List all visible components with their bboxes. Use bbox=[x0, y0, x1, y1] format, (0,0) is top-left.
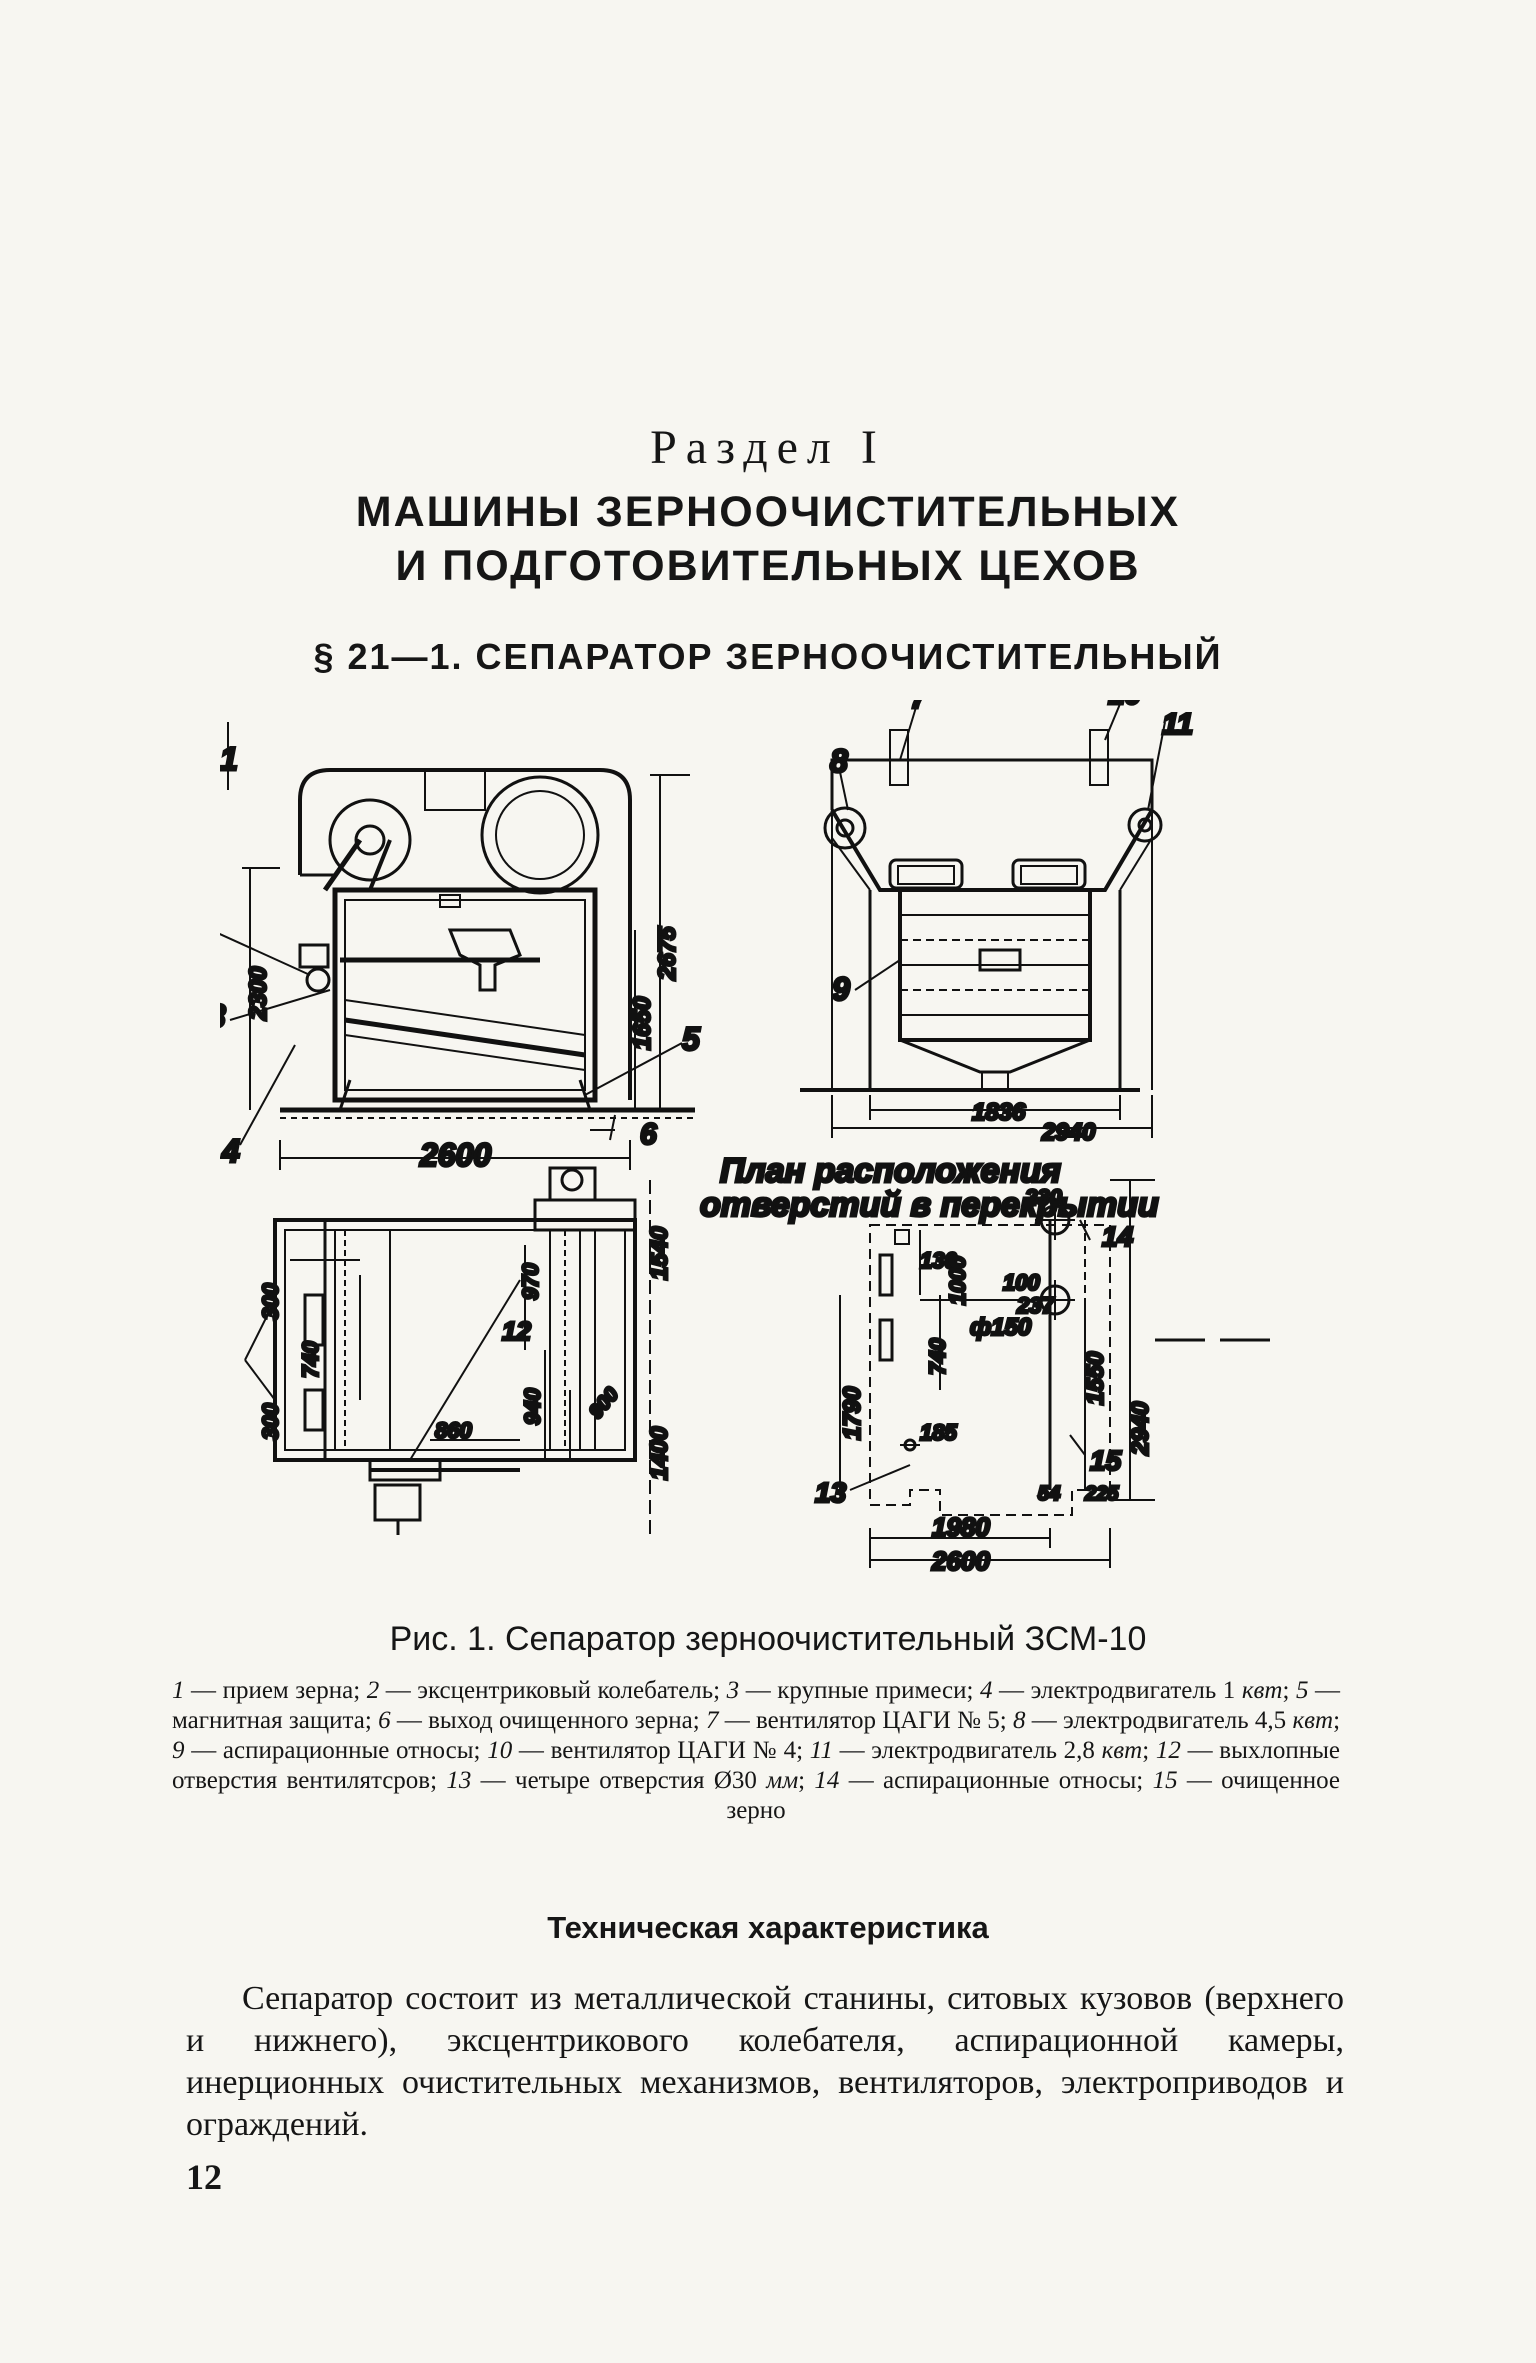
dim-740-plan: 740 bbox=[298, 1341, 323, 1378]
legend-item-text: — аспирационные относы; bbox=[839, 1767, 1153, 1794]
legend-item-number: 5 bbox=[1295, 1677, 1309, 1704]
dim-1540: 1540 bbox=[646, 1226, 673, 1280]
legend-item-text: — крупные примеси; bbox=[739, 1677, 981, 1704]
page-number: 12 bbox=[186, 2157, 222, 2197]
dim-2600-side: 2600 bbox=[419, 1137, 491, 1173]
callout-4: 4 bbox=[221, 1133, 240, 1169]
dim-2600-plan: 2600 bbox=[931, 1546, 990, 1576]
dim-740-opening: 740 bbox=[925, 1338, 950, 1375]
legend-item-text: — эксцентриковый колебатель; bbox=[379, 1677, 727, 1704]
legend-item-text: ; bbox=[1333, 1707, 1341, 1734]
figure-legend: 1 — прием зерна; 2 — эксцентриковый коле… bbox=[172, 1676, 1340, 1826]
subheading-technical-specs: Техническая характеристика bbox=[547, 1910, 989, 1945]
callout-10: 10 bbox=[1108, 700, 1142, 711]
dim-1650: 1650 bbox=[629, 996, 656, 1050]
legend-item-number: 6 bbox=[378, 1707, 391, 1734]
legend-item-text: — выхлопные отверстия вентилятсров; bbox=[172, 1737, 1340, 1794]
legend-item-text: — очищенное зерно bbox=[726, 1767, 1340, 1824]
legend-item-number: 11 bbox=[809, 1737, 833, 1764]
legend-item-text: — вентилятор ЦАГИ № 4; bbox=[512, 1737, 810, 1764]
legend-item-text: — вентилятор ЦАГИ № 5; bbox=[718, 1707, 1013, 1734]
dim-300-upper: 300 bbox=[258, 1283, 283, 1320]
legend-item-number: 13 bbox=[446, 1767, 472, 1794]
legend-item-text: ; bbox=[798, 1767, 815, 1794]
legend-item-text: ; bbox=[1282, 1677, 1296, 1704]
legend-item-text: — аспирационные относы; bbox=[184, 1737, 488, 1764]
legend-item-number: 2 bbox=[366, 1677, 380, 1704]
dim-1836: 1836 bbox=[972, 1099, 1026, 1126]
callout-9: 9 bbox=[832, 971, 850, 1007]
legend-item-text: — электродвигатель 1 bbox=[992, 1677, 1242, 1704]
dim-1000: 1000 bbox=[945, 1255, 970, 1305]
legend-item-number: 7 bbox=[705, 1707, 719, 1734]
figure-separator-drawings: 1 2 3 4 5 6 2300 2675 1650 2600 bbox=[220, 700, 1270, 1578]
dim-2675: 2675 bbox=[654, 926, 681, 981]
legend-item-number: 12 bbox=[1155, 1737, 1181, 1764]
legend-item-unit: мм bbox=[766, 1767, 799, 1794]
floor-opening-plan bbox=[839, 1179, 1270, 1568]
dim-940: 940 bbox=[520, 1388, 545, 1425]
dim-1400: 1400 bbox=[646, 1426, 673, 1480]
legend-item-text: — прием зерна; bbox=[184, 1677, 367, 1704]
legend-item-text: — выход очищенного зерна; bbox=[390, 1707, 706, 1734]
top-plan-view bbox=[244, 1166, 651, 1535]
legend-item-number: 8 bbox=[1012, 1707, 1026, 1734]
legend-item-unit: квт bbox=[1241, 1677, 1283, 1704]
callout-12: 12 bbox=[502, 1316, 531, 1346]
dim-d150: ф150 bbox=[970, 1314, 1032, 1341]
legend-item-number: 15 bbox=[1152, 1767, 1178, 1794]
chapter-title-line-1: МАШИНЫ ЗЕРНООЧИСТИТЕЛЬНЫХ bbox=[355, 488, 1181, 536]
legend-item-number: 1 bbox=[172, 1677, 185, 1704]
callout-11: 11 bbox=[1162, 708, 1193, 741]
front-elevation-view bbox=[800, 703, 1166, 1138]
dim-970: 970 bbox=[518, 1263, 543, 1300]
dim-2940-front: 2940 bbox=[1041, 1119, 1096, 1146]
callout-7: 7 bbox=[910, 700, 930, 715]
dim-300-lower: 300 bbox=[258, 1403, 283, 1440]
legend-item-number: 14 bbox=[814, 1767, 840, 1794]
body-paragraph: Сепаратор состоит из металлической стани… bbox=[186, 1980, 1344, 2143]
legend-item-number: 9 bbox=[172, 1737, 185, 1764]
callout-3: 3 bbox=[220, 998, 226, 1034]
legend-item-text: — магнитная защита; bbox=[172, 1677, 1340, 1734]
callout-5: 5 bbox=[682, 1021, 701, 1057]
legend-item-number: 3 bbox=[726, 1677, 740, 1704]
dim-900: 900 bbox=[585, 1384, 623, 1424]
chapter-title-line-2: И ПОДГОТОВИТЕЛЬНЫХ ЦЕХОВ bbox=[395, 542, 1141, 590]
callout-8: 8 bbox=[830, 743, 848, 779]
legend-item-text: — четыре отверстия Ø30 bbox=[471, 1767, 767, 1794]
dim-54: 54 bbox=[1038, 1483, 1060, 1505]
legend-item-number: 10 bbox=[487, 1737, 513, 1764]
legend-item-unit: квт bbox=[1292, 1707, 1334, 1734]
plan-title-line-2: отверстий в перекрытии bbox=[700, 1186, 1159, 1224]
callout-14: 14 bbox=[1102, 1221, 1134, 1252]
paragraph-heading: § 21—1. СЕПАРАТОР ЗЕРНООЧИСТИТЕЛЬНЫЙ bbox=[313, 636, 1223, 677]
dim-2300: 2300 bbox=[245, 966, 272, 1021]
legend-item-unit: квт bbox=[1101, 1737, 1143, 1764]
side-elevation-view bbox=[220, 722, 695, 1170]
legend-item-number: 4 bbox=[980, 1677, 993, 1704]
callout-15: 15 bbox=[1090, 1445, 1122, 1476]
callout-6: 6 bbox=[640, 1118, 657, 1151]
legend-item-text: — электродвигатель 4,5 bbox=[1025, 1707, 1293, 1734]
section-label: Раздел I bbox=[650, 421, 886, 474]
dim-237: 237 bbox=[1016, 1293, 1055, 1318]
dim-130: 130 bbox=[920, 1248, 957, 1273]
dim-225: 225 bbox=[1084, 1483, 1119, 1505]
dim-100: 100 bbox=[1003, 1270, 1040, 1295]
legend-item-text: ; bbox=[1142, 1737, 1156, 1764]
dim-860: 860 bbox=[435, 1418, 472, 1443]
dim-230: 230 bbox=[1024, 1185, 1062, 1210]
dim-2940-plan: 2940 bbox=[1127, 1401, 1154, 1456]
callout-13: 13 bbox=[815, 1477, 847, 1508]
dim-1980: 1980 bbox=[932, 1512, 990, 1542]
legend-item-text: — электродвигатель 2,8 bbox=[832, 1737, 1102, 1764]
dim-1550: 1550 bbox=[1082, 1351, 1109, 1405]
plan-title-line-1: План расположения bbox=[720, 1152, 1061, 1190]
callout-1-top: 1 bbox=[220, 741, 238, 777]
dim-1790: 1790 bbox=[839, 1386, 866, 1440]
dim-185: 185 bbox=[920, 1420, 957, 1445]
figure-caption: Рис. 1. Сепаратор зерноочистительный ЗСМ… bbox=[389, 1620, 1147, 1658]
